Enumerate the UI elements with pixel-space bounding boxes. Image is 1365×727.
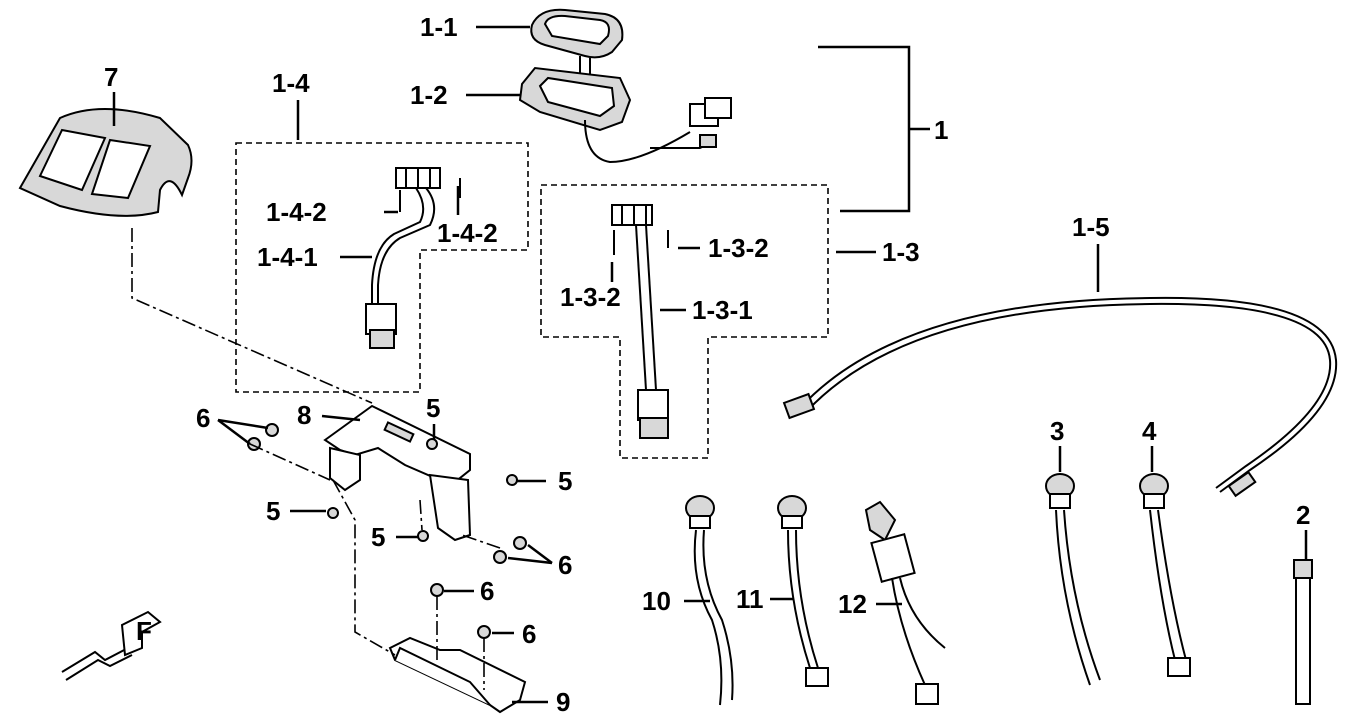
label-1-4-1: 1-4-1 [257,242,318,272]
label-5-top: 5 [426,393,440,423]
label-7: 7 [104,62,118,92]
label-5-left: 5 [266,496,280,526]
label-1-4-2-right: 1-4-2 [437,218,498,248]
label-10: 10 [642,586,671,616]
label-11: 11 [736,584,764,614]
label-1-2: 1-2 [410,80,448,110]
front-direction-icon: F [61,610,162,681]
label-6-middle: 6 [480,576,494,606]
indicator-lamp-part-4 [1139,473,1191,677]
subassembly-box-1-4 [235,142,529,393]
switch-part-12 [864,500,946,705]
indicator-lamp-part-11 [777,495,829,687]
cable-tie-part-2 [1293,559,1313,705]
label-8: 8 [297,400,311,430]
wire-harness-part-1-3 [611,204,669,439]
label-1-4: 1-4 [272,68,310,98]
subassembly-box-1-3 [540,184,829,459]
label-1-3-2-left: 1-3-2 [560,282,621,312]
meter-case-part-1-2 [518,66,732,164]
wire-harness-part-1-4 [365,167,461,349]
label-1-1: 1-1 [420,12,458,42]
label-1: 1 [934,115,948,145]
label-2: 2 [1296,500,1310,530]
label-1-3-1: 1-3-1 [692,295,753,325]
label-1-4-2-left: 1-4-2 [266,197,327,227]
speedometer-cable-part-1-5 [782,296,1338,498]
label-1-5: 1-5 [1072,212,1110,242]
leader-lines [112,25,1308,704]
label-9: 9 [556,687,570,717]
part-labels: 1-1 1-2 1 1-4 1-4-2 1-4-2 1-4-1 1-3-2 1-… [104,12,1310,717]
label-12: 12 [838,589,867,619]
label-1-3: 1-3 [882,237,920,267]
label-1-3-2-right: 1-3-2 [708,233,769,263]
label-5-right: 5 [558,466,572,496]
meter-bracket-part-8 [323,404,472,542]
label-6-right: 6 [558,550,572,580]
indicator-lamp-part-3 [1045,473,1101,686]
label-6-bottom: 6 [522,619,536,649]
visor-cover-part-7 [18,108,193,217]
meter-lens-part-1-1 [530,8,624,98]
label-6-top-left: 6 [196,403,210,433]
label-5-bottom: 5 [371,522,385,552]
assembly-guide-lines [131,228,501,690]
indicator-lamp-part-10 [685,495,734,706]
front-direction-label: F [136,616,152,646]
assembly-bracket-1 [818,45,930,213]
label-4: 4 [1142,416,1157,446]
label-3: 3 [1050,416,1064,446]
lower-bracket-part-9 [388,636,527,714]
